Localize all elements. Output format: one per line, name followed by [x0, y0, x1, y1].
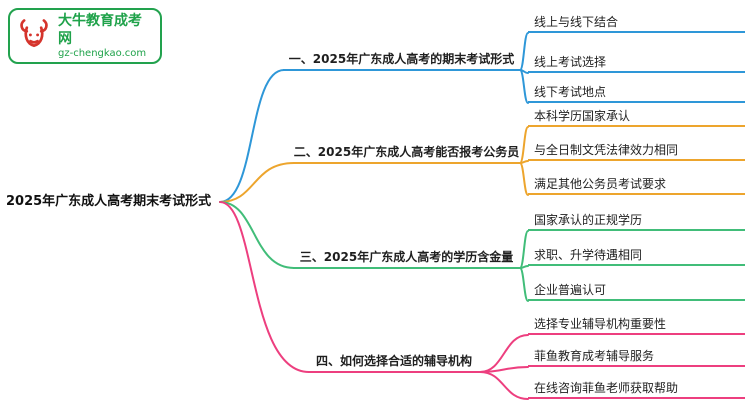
- leaf-node-1-1: 线上与线下结合: [528, 14, 745, 33]
- leaf-node-2-1: 本科学历国家承认: [528, 108, 745, 127]
- link-branch3-leaf1: [519, 230, 529, 269]
- leaf-node-2-3: 满足其他公务员考试要求: [528, 176, 745, 195]
- leaf-node-1-3: 线下考试地点: [528, 84, 745, 103]
- leaf-node-3-3: 企业普遍认可: [528, 282, 745, 301]
- link-root-branch-1: [219, 69, 285, 203]
- leaf-node-4-1: 选择专业辅导机构重要性: [528, 316, 745, 335]
- branch-node-2: 二、2025年广东成人高考能否报考公务员: [293, 142, 520, 164]
- logo-title: 大牛教育成考网: [58, 12, 142, 47]
- branch-node-3: 三、2025年广东成人高考的学历含金量: [293, 247, 520, 269]
- root-node: 2025年广东成人高考期末考试形式: [6, 194, 212, 209]
- link-branch1-leaf3: [519, 69, 529, 104]
- link-root-branch-4: [219, 201, 310, 373]
- branch-node-4: 四、如何选择合适的辅导机构: [308, 351, 480, 373]
- link-branch3-leaf3: [519, 267, 529, 302]
- link-branch2-leaf1: [519, 126, 529, 164]
- leaf-node-1-2: 线上考试选择: [528, 54, 745, 73]
- leaf-node-4-2: 菲鱼教育成考辅导服务: [528, 348, 745, 367]
- leaf-node-3-2: 求职、升学待遇相同: [528, 247, 745, 266]
- link-branch4-leaf3: [479, 371, 529, 400]
- leaf-node-3-1: 国家承认的正规学历: [528, 212, 745, 231]
- leaf-node-2-2: 与全日制文凭法律效力相同: [528, 142, 745, 161]
- logo-text: 大牛教育成考网 gz-chengkao.com: [58, 12, 154, 60]
- site-logo: 大牛教育成考网 gz-chengkao.com: [8, 8, 162, 64]
- logo-subtitle: gz-chengkao.com: [58, 48, 147, 60]
- link-branch4-leaf2: [479, 366, 529, 373]
- bull-icon: [16, 16, 52, 56]
- link-root-branch-2: [219, 162, 295, 203]
- leaf-node-4-3: 在线咨询菲鱼老师获取帮助: [528, 380, 745, 399]
- branch-node-1: 一、2025年广东成人高考的期末考试形式: [283, 49, 520, 71]
- link-root-branch-3: [219, 201, 295, 269]
- link-branch1-leaf1: [519, 32, 529, 71]
- link-branch2-leaf3: [519, 162, 529, 196]
